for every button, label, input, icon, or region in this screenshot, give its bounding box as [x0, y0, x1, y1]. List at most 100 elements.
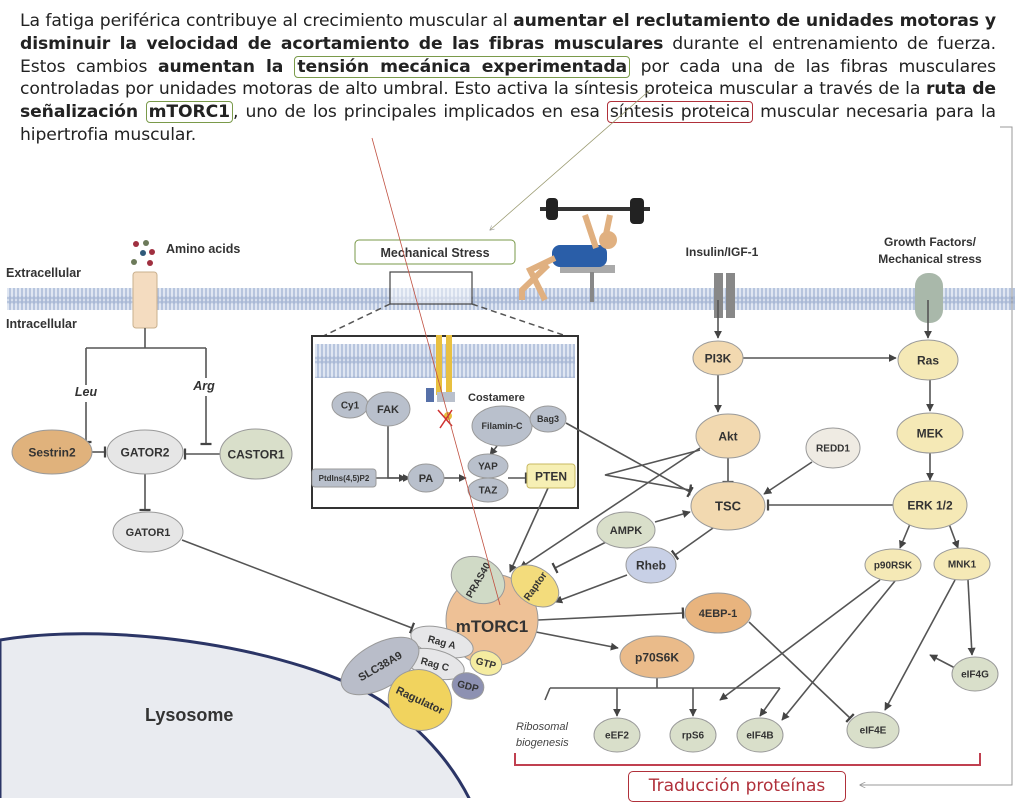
extracellular-label: Extracellular [6, 266, 81, 280]
activation-edge [759, 687, 781, 717]
node-label: Rheb [636, 558, 666, 572]
node-label: p90RSK [874, 561, 913, 572]
inhibition-edge [537, 607, 685, 621]
activation-edge [535, 631, 619, 651]
node-shape [387, 669, 453, 731]
node-mnk1: MNK1 [933, 547, 991, 581]
node-shape [736, 717, 784, 753]
ribosomal-biogenesis-label: Ribosomal [516, 721, 569, 733]
node-gator1: GATOR1 [112, 511, 184, 553]
node-shape [407, 463, 445, 493]
node-shape [311, 468, 377, 488]
bold-text: ruta de señalización [20, 79, 996, 123]
node-shape [596, 511, 656, 549]
node-label: TAZ [479, 486, 498, 497]
bold-text: aumentan la [157, 56, 295, 77]
node-shape [471, 405, 533, 447]
node-shape [897, 339, 959, 381]
node-shape [846, 711, 900, 749]
node-ptdins: PtdIns(4,5)P2 [311, 468, 377, 488]
insulin-label: Insulin/IGF-1 [686, 245, 759, 259]
node-label: YAP [478, 462, 498, 473]
node-akt: Akt [695, 413, 761, 459]
node-shape [690, 481, 766, 531]
node-rheb: Rheb [625, 546, 677, 584]
bold-text: aumentar el reclutamiento de unidades mo… [20, 11, 996, 54]
node-label: PTEN [535, 469, 567, 483]
node-shape [896, 412, 964, 454]
node-shape [805, 427, 861, 469]
text: por cada una de las fibras musculares co… [20, 56, 996, 100]
node-shape [669, 717, 717, 753]
node-label: GATOR1 [126, 527, 171, 539]
node-label: 4EBP-1 [699, 608, 738, 620]
mechanical-stress-label: Mechanical Stress [380, 246, 489, 260]
mechanical-stress-box [354, 239, 516, 265]
node-ebp: 4EBP-1 [684, 592, 752, 634]
node-shape [593, 717, 641, 753]
node-shape [529, 405, 567, 433]
node-bag3: Bag3 [529, 405, 567, 433]
node-shape [510, 564, 560, 608]
node-label: PI3K [705, 351, 732, 365]
node-label: REDD1 [816, 444, 850, 455]
amino-acid-transporter [132, 271, 158, 329]
node-ragulator: Ragulator [387, 669, 453, 731]
amino-acids-label: Amino acids [166, 242, 240, 256]
node-label: CASTOR1 [227, 447, 284, 461]
costamere-label: Costamere [468, 392, 525, 404]
node-label: Bag3 [537, 414, 559, 424]
insulin-receptor [714, 273, 735, 318]
node-label: rpS6 [682, 731, 705, 742]
node-eif4b: eIF4B [736, 717, 784, 753]
node-p70: p70S6K [619, 635, 695, 679]
node-erk: ERK 1/2 [892, 480, 968, 530]
node-pras40: PRAS40 [450, 555, 506, 605]
node-label: PtdIns(4,5)P2 [319, 474, 370, 483]
node-label: GTP [474, 656, 497, 672]
node-shape [695, 413, 761, 459]
node-taz: TAZ [467, 477, 509, 503]
node-label: GDP [456, 679, 480, 695]
activation-edge [489, 445, 498, 456]
node-label: AMPK [610, 525, 642, 537]
inhibition-edge [604, 449, 701, 496]
node-ampk: AMPK [596, 511, 656, 549]
growth-factors-label: Growth Factors/ [884, 235, 977, 249]
activation-edge [544, 678, 780, 701]
node-label: mTORC1 [456, 617, 528, 636]
node-shape [619, 635, 695, 679]
highlight-sintesis: síntesis proteica [606, 101, 754, 124]
activation-edge [884, 579, 956, 711]
activation-edge [781, 580, 896, 721]
node-label: Cy1 [341, 401, 360, 412]
tension-connector [490, 89, 651, 230]
node-label: Akt [718, 429, 737, 443]
node-ras: Ras [897, 339, 959, 381]
activation-edge [967, 579, 976, 656]
text: , uno de los principales implicados en e… [233, 102, 607, 123]
node-sestrin2: Sestrin2 [11, 429, 93, 475]
node-shape [526, 463, 576, 489]
text: muscular necesaria para la hipertrofia m… [20, 102, 996, 145]
inhibition-edge [181, 539, 416, 634]
growth-factors-label: Mechanical stress [878, 252, 982, 266]
node-shape [450, 555, 506, 605]
node-pi3k: PI3K [692, 340, 744, 376]
node-filamin: Filamin-C [471, 405, 533, 447]
highlight-mtorc1: mTORC1 [145, 101, 234, 124]
node-rps6: rpS6 [669, 717, 717, 753]
node-redd1: REDD1 [805, 427, 861, 469]
node-eif4e: eIF4E [846, 711, 900, 749]
node-label: TSC [715, 499, 742, 514]
translation-bracket [514, 753, 981, 766]
node-shape [365, 391, 411, 427]
node-label: GATOR2 [121, 445, 170, 459]
node-shape [340, 636, 420, 696]
intro-paragraph: La fatiga periférica contribuye al creci… [20, 10, 996, 147]
node-gtp: GTP [469, 650, 503, 676]
activation-edge [554, 574, 628, 604]
activation-edge [85, 328, 207, 385]
activation-edge [519, 447, 701, 569]
growth-factor-receptor [915, 273, 943, 323]
